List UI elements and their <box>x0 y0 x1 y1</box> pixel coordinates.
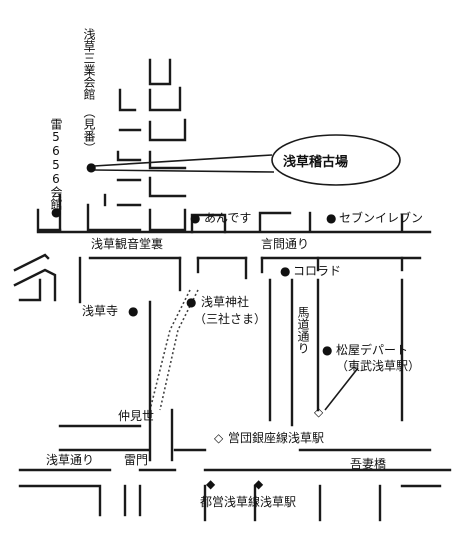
label-toei-asakusa-station: 都営浅草線浅草駅 <box>200 495 297 509</box>
label-tobu-asakusa: （東武浅草駅） <box>336 359 421 373</box>
kototoi-street <box>78 256 422 304</box>
label-matsuya: 松屋デパート <box>336 343 409 357</box>
upper-block-grid <box>36 58 187 232</box>
label-umamichi-dori: 馬道通り <box>296 306 310 354</box>
kaminari-kaikan-dot-icon: ● <box>51 205 62 219</box>
label-asakusa-sangyo-kaikan: 浅草三業会館 <box>82 28 96 100</box>
street-nakamise: 仲見世 <box>118 409 155 423</box>
label-kaminari-5656-kaikan: 雷5656会館 <box>49 118 63 210</box>
destination-callout <box>93 134 401 186</box>
street-azumabashi: 吾妻橋 <box>350 457 387 471</box>
seven-eleven-dot-icon: ● <box>326 211 337 225</box>
kannon-doura-street <box>36 211 432 234</box>
left-curve-roads <box>13 253 57 302</box>
label-asakusa-jinja: 浅草神社 <box>201 295 250 309</box>
destination-name: 浅草稽古場 <box>283 155 349 170</box>
asakusa-jinja-dot-icon: ● <box>186 295 197 309</box>
ginza-station-diamond-icon: ◇ <box>214 431 224 445</box>
toei-station-diamond-left-icon: ◆ <box>206 477 216 491</box>
label-anndesu: あんです <box>204 211 252 225</box>
tobu-pointer-line <box>324 367 359 411</box>
lower-streets <box>18 424 452 522</box>
label-sanja-sama: （三社さま） <box>194 312 267 326</box>
matsuya-dot-icon: ● <box>322 343 333 357</box>
destination-dot-icon: ● <box>86 160 97 174</box>
toei-station-diamond-right-icon: ◆ <box>254 477 264 491</box>
street-kototoi-dori: 言問通り <box>261 237 310 251</box>
anndesu-dot-icon: ● <box>190 211 201 225</box>
street-kannon-doura: 浅草観音堂裏 <box>91 237 164 251</box>
label-colorado: コロラド <box>293 264 342 278</box>
label-eidan-ginza-station: 営団銀座線浅草駅 <box>228 431 325 445</box>
label-seven-eleven: セブンイレブン <box>339 211 424 225</box>
sensoji-dot-icon: ● <box>128 304 139 318</box>
main-avenues <box>148 278 404 462</box>
tobu-station-diamond-icon: ◇ <box>314 405 324 419</box>
label-sensoji: 浅草寺 <box>82 304 119 318</box>
street-kaminarimon: 雷門 <box>124 453 149 467</box>
street-asakusa-dori: 浅草通り <box>46 453 95 467</box>
label-kenban: （見番） <box>82 106 96 154</box>
nakamise-approach-dotted <box>149 289 199 411</box>
colorado-dot-icon: ● <box>280 264 291 278</box>
